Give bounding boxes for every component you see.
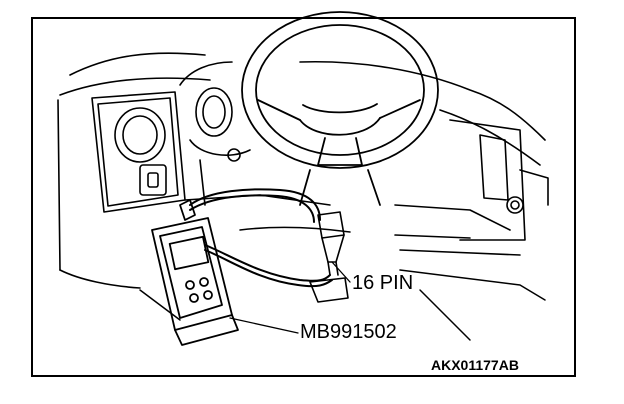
diagnosis-connector-icon <box>309 211 349 303</box>
left-vent-panel <box>91 91 186 213</box>
right-side-panel <box>394 119 549 256</box>
dashboard-outline <box>57 52 546 289</box>
steering-wheel-icon <box>241 11 439 206</box>
figure-code: AKX01177AB <box>431 357 519 373</box>
illustration-frame <box>31 17 576 377</box>
center-cluster <box>179 61 251 206</box>
scan-tool-icon <box>151 199 239 346</box>
tool-cable <box>189 188 333 288</box>
connector-label: 16 PIN <box>352 272 414 294</box>
callout-lines <box>229 261 351 334</box>
tool-label: MB991502 <box>300 321 397 343</box>
